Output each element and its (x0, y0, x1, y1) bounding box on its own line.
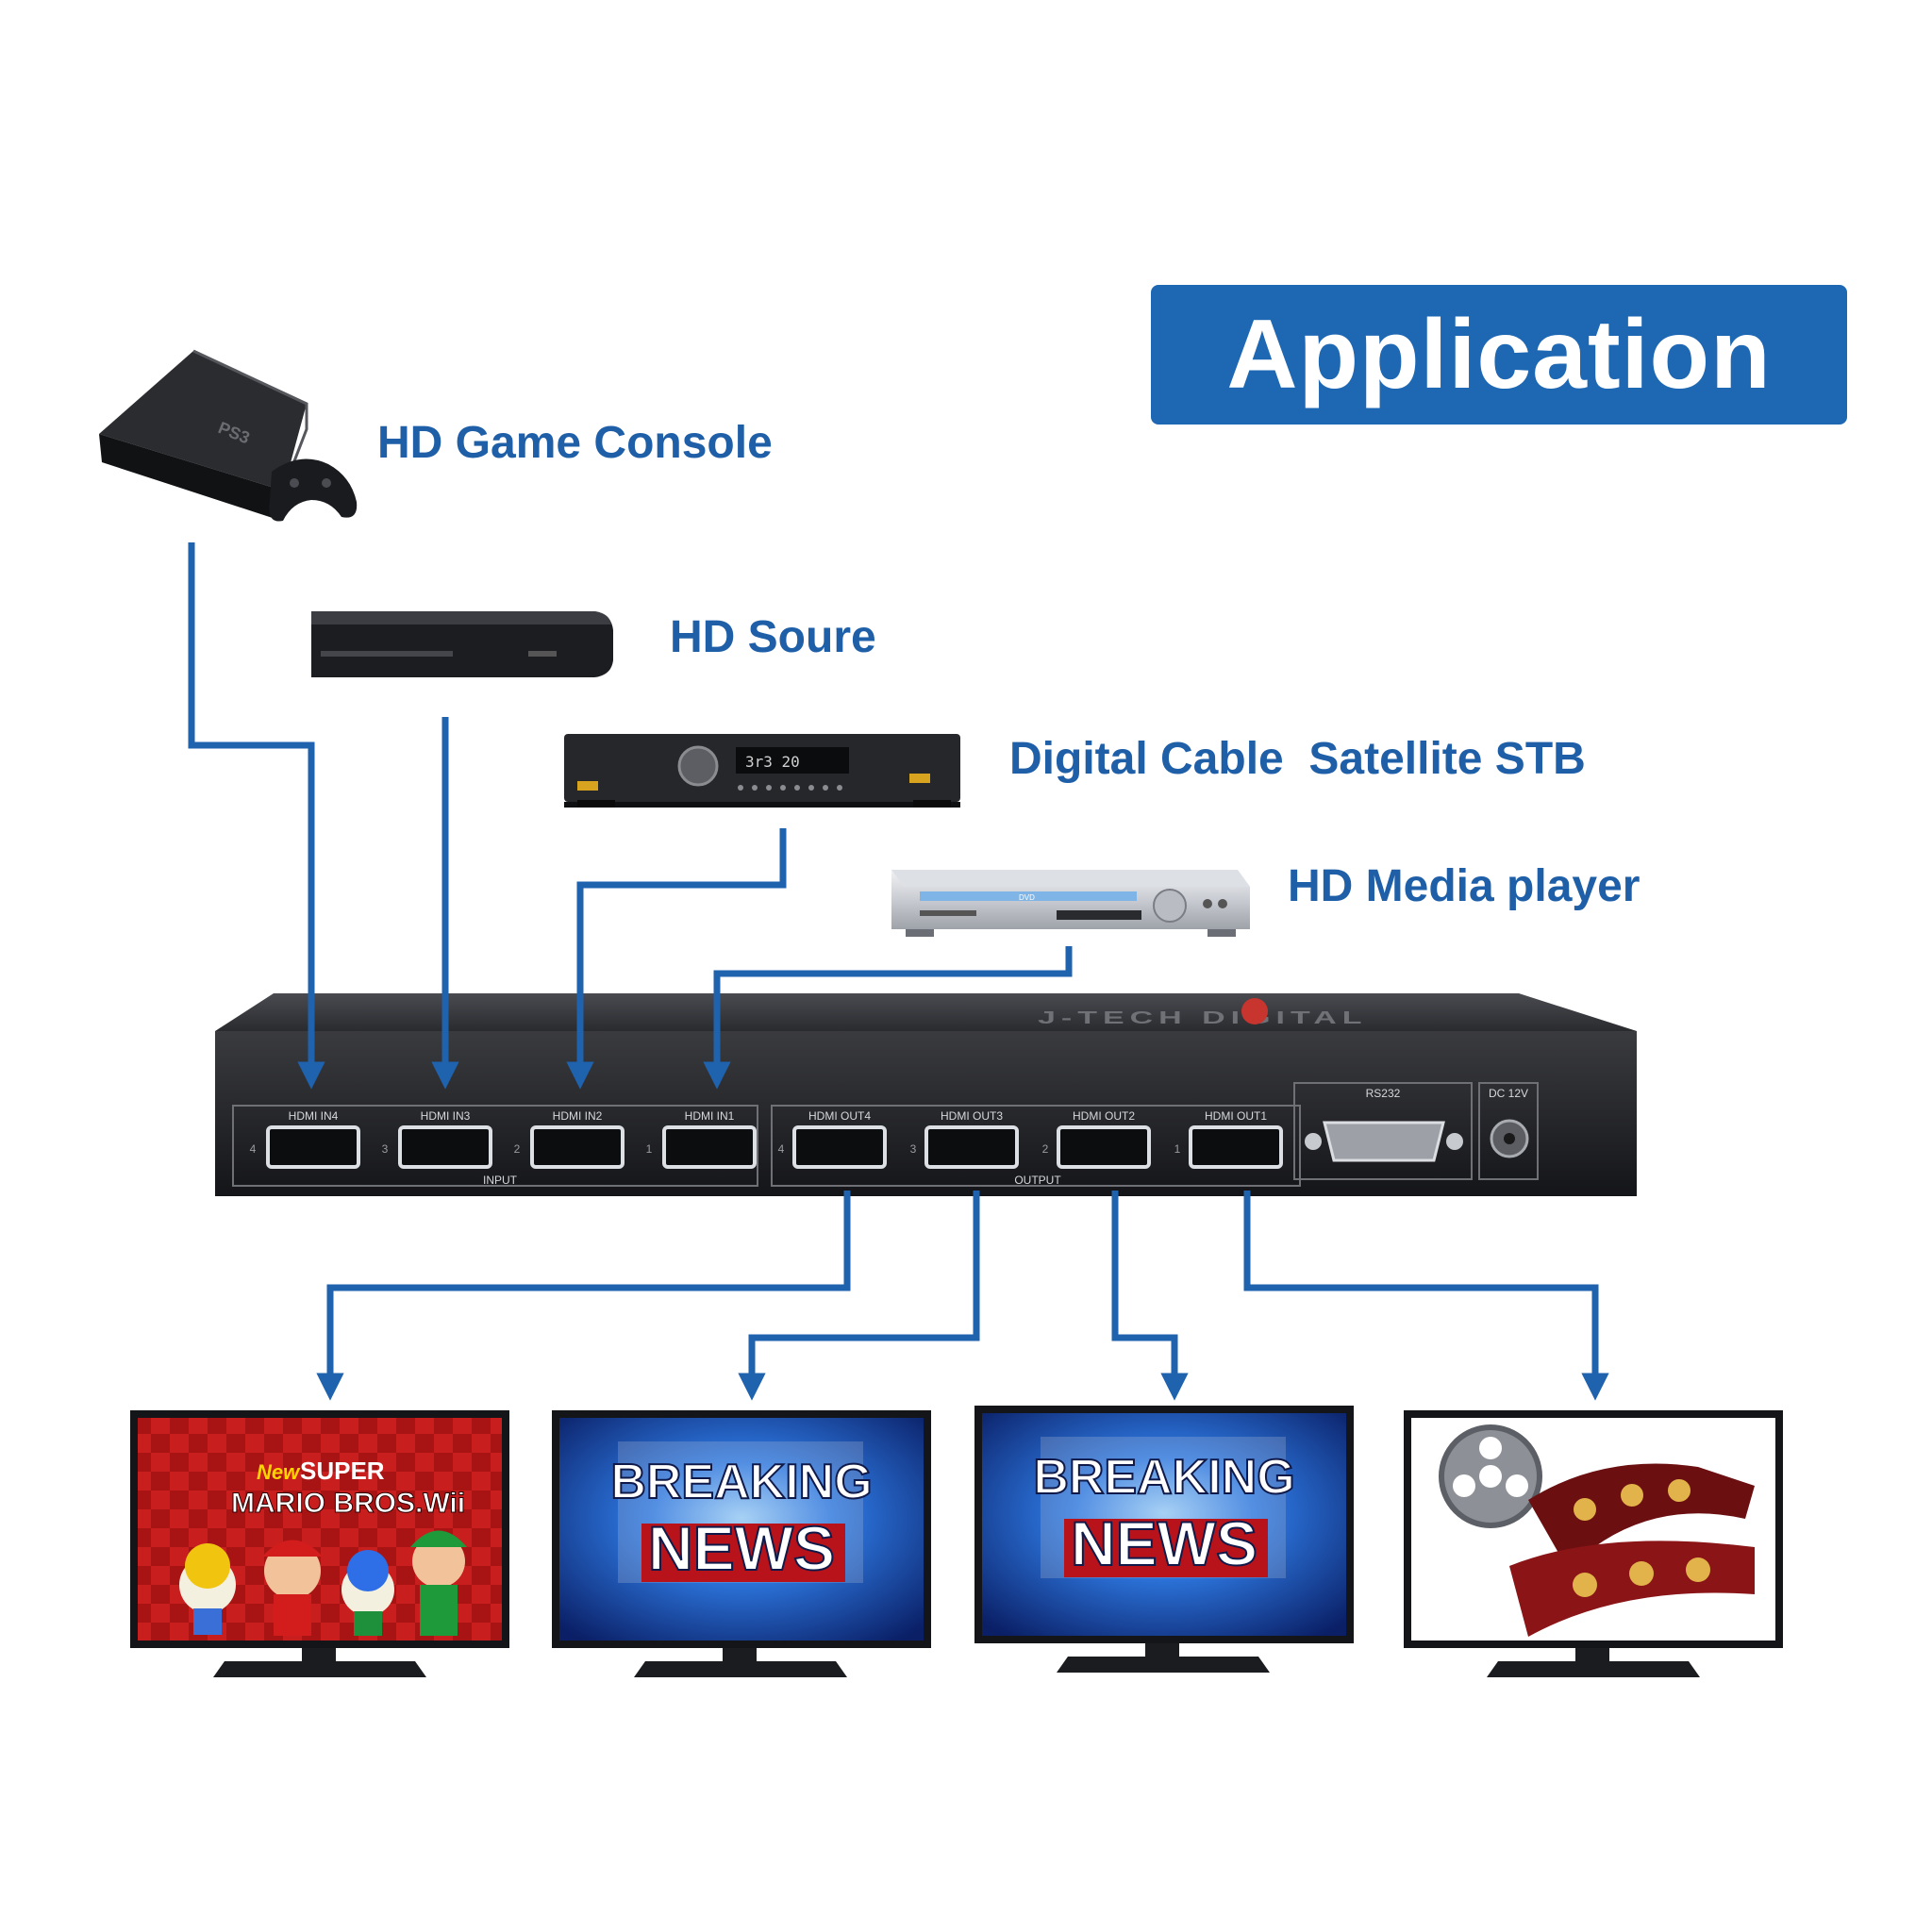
film-reel-icon (1439, 1424, 1755, 1637)
hdmi-in2-label: HDMI IN2 (553, 1109, 603, 1123)
label-hd-game-console: HD Game Console (377, 418, 773, 468)
dc-12v-label: DC 12V (1489, 1087, 1528, 1100)
display-1: New SUPER MARIO BROS.Wii (130, 1410, 509, 1677)
display-3: BREAKING NEWS (974, 1406, 1354, 1673)
display-2-text-line2: NEWS (648, 1513, 835, 1583)
line-out4-to-display-1 (316, 1191, 851, 1401)
hdmi-out2-port[interactable] (1057, 1125, 1151, 1169)
line-game-console-to-in4 (188, 542, 325, 1090)
hdmi-in1-label: HDMI IN1 (685, 1109, 735, 1123)
output-number-1: 1 (1174, 1142, 1181, 1156)
application-title: Application (1226, 299, 1772, 409)
output-number-4: 4 (778, 1142, 785, 1156)
input-number-3: 3 (382, 1142, 389, 1156)
hdmi-out1-port[interactable] (1189, 1125, 1283, 1169)
hdmi-out1-label: HDMI OUT1 (1205, 1109, 1267, 1123)
output-number-2: 2 (1042, 1142, 1049, 1156)
display-1-text-super: SUPER (300, 1457, 385, 1485)
output-ports (792, 1125, 1283, 1169)
label-hd-source: HD Soure (670, 612, 876, 662)
input-ports (266, 1125, 757, 1169)
display-1-text-new: New (257, 1460, 301, 1484)
input-group-label: INPUT (483, 1174, 518, 1187)
set-top-box-icon: 3r3 20 (564, 734, 960, 808)
label-hd-media-player: HD Media player (1288, 861, 1641, 911)
display-2-text-line1: BREAKING (610, 1455, 872, 1509)
line-stb-to-in2 (566, 828, 787, 1090)
input-number-4: 4 (250, 1142, 257, 1156)
display-4 (1404, 1410, 1783, 1677)
dvd-player-icon: DVD (891, 870, 1250, 937)
line-media-player-to-in1 (703, 946, 1073, 1090)
hdmi-in3-port[interactable] (398, 1125, 492, 1169)
hdmi-in3-label: HDMI IN3 (421, 1109, 471, 1123)
display-2: BREAKING NEWS (552, 1410, 931, 1677)
matrix-brand-label: J-TECH DIGITAL (1038, 1008, 1368, 1027)
rs232-label: RS232 (1366, 1087, 1401, 1100)
hdmi-in2-port[interactable] (530, 1125, 625, 1169)
hdmi-in1-port[interactable] (662, 1125, 757, 1169)
label-digital-cable-satellite-stb: Digital Cable Satellite STB (1009, 734, 1586, 784)
line-out2-to-display-3 (1111, 1191, 1189, 1401)
hdmi-out3-label: HDMI OUT3 (941, 1109, 1003, 1123)
hdmi-out4-label: HDMI OUT4 (808, 1109, 871, 1123)
hdmi-out2-label: HDMI OUT2 (1073, 1109, 1135, 1123)
hdmi-out4-port[interactable] (792, 1125, 887, 1169)
output-number-3: 3 (910, 1142, 917, 1156)
display-1-text-title: MARIO BROS.Wii (231, 1488, 465, 1519)
blu-ray-player-icon (311, 611, 613, 677)
hdmi-in4-label: HDMI IN4 (289, 1109, 339, 1123)
line-out3-to-display-2 (738, 1191, 980, 1401)
game-console-icon: PS3 (99, 349, 358, 522)
mario-characters (179, 1530, 467, 1636)
hdmi-in4-port[interactable] (266, 1125, 360, 1169)
stb-display-readout: 3r3 20 (745, 753, 800, 771)
signal-lines (188, 542, 1609, 1401)
hdmi-out3-port[interactable] (924, 1125, 1019, 1169)
line-out1-to-display-4 (1243, 1191, 1609, 1401)
output-group-label: OUTPUT (1014, 1174, 1061, 1187)
application-badge: Application (1151, 285, 1847, 425)
input-number-1: 1 (646, 1142, 653, 1156)
input-number-2: 2 (514, 1142, 521, 1156)
display-3-text-line1: BREAKING (1033, 1450, 1294, 1505)
dvd-tray-label: DVD (1019, 893, 1035, 902)
display-3-text-line2: NEWS (1071, 1508, 1257, 1578)
